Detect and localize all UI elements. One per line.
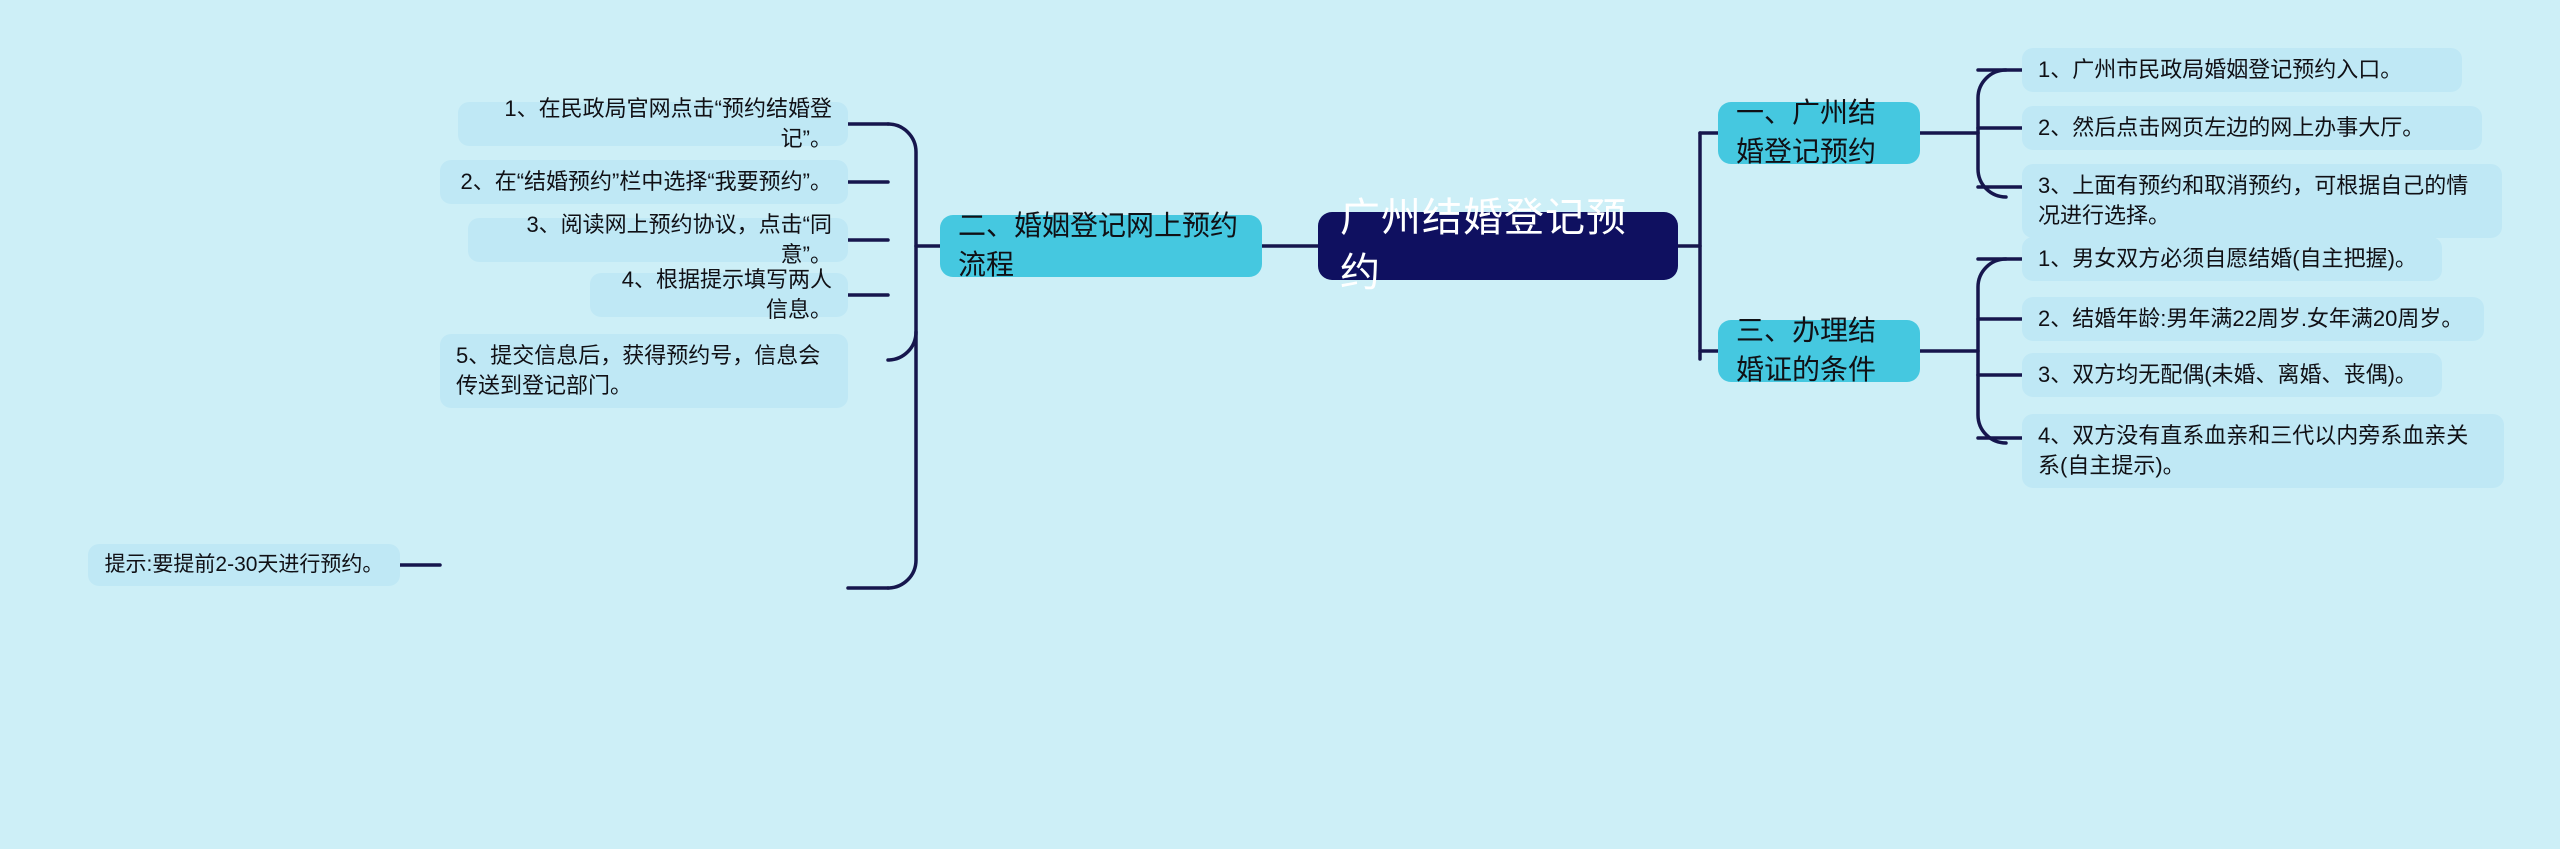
leaf-node-l2-1-label: 1、在民政局官网点击“预约结婚登记”。 <box>504 95 832 151</box>
leaf-node-l2-5[interactable]: 5、提交信息后，获得预约号，信息会传送到登记部门。 <box>440 334 848 408</box>
leaf-node-r3-1[interactable]: 1、男女双方必须自愿结婚(自主把握)。 <box>2022 237 2442 281</box>
leaf-node-r1-2-label: 2、然后点击网页左边的网上办事大厅。 <box>2038 114 2425 140</box>
leaf-node-r1-3[interactable]: 3、上面有预约和取消预约，可根据自己的情况进行选择。 <box>2022 164 2502 238</box>
leaf-node-r3-3-label: 3、双方均无配偶(未婚、离婚、丧偶)。 <box>2038 361 2417 387</box>
leaf-node-r3-3[interactable]: 3、双方均无配偶(未婚、离婚、丧偶)。 <box>2022 353 2442 397</box>
leaf-node-l2-5-label: 5、提交信息后，获得预约号，信息会传送到登记部门。 <box>456 342 821 398</box>
leaf-node-r3-2-label: 2、结婚年龄:男年满22周岁.女年满20周岁。 <box>2038 305 2464 331</box>
leaf-node-r1-2[interactable]: 2、然后点击网页左边的网上办事大厅。 <box>2022 106 2482 150</box>
leaf-node-l2-3-label: 3、阅读网上预约协议，点击“同意”。 <box>526 211 832 267</box>
link-branch3-bracket <box>1976 257 2008 445</box>
leaf-node-l2-3[interactable]: 3、阅读网上预约协议，点击“同意”。 <box>468 212 848 267</box>
leaf-node-r1-3-label: 3、上面有预约和取消预约，可根据自己的情况进行选择。 <box>2038 172 2469 228</box>
branch-node-3[interactable]: 三、办理结婚证的条件 <box>1718 315 1920 385</box>
link-branch2-bracket <box>886 122 918 362</box>
branch-node-3-label: 三、办理结婚证的条件 <box>1736 315 1877 385</box>
branch-node-1-label: 一、广州结婚登记预约 <box>1736 97 1877 167</box>
leaf-node-r3-2[interactable]: 2、结婚年龄:男年满22周岁.女年满20周岁。 <box>2022 297 2484 341</box>
leaf-node-l2-2[interactable]: 2、在“结婚预约”栏中选择“我要预约”。 <box>440 160 848 204</box>
link-branch2-lower <box>886 330 918 590</box>
root-node-label: 广州结婚登记预约 <box>1340 195 1627 295</box>
hint-node-label: 提示:要提前2-30天进行预约。 <box>104 552 384 576</box>
leaf-node-r3-1-label: 1、男女双方必须自愿结婚(自主把握)。 <box>2038 245 2417 271</box>
branch-node-2-label: 二、婚姻登记网上预约流程 <box>958 210 1239 280</box>
leaf-node-l2-2-label: 2、在“结婚预约”栏中选择“我要预约”。 <box>460 168 832 194</box>
leaf-node-r1-1-label: 1、广州市民政局婚姻登记预约入口。 <box>2038 56 2403 82</box>
link-branch1-bracket <box>1976 68 2008 199</box>
branch-node-2[interactable]: 二、婚姻登记网上预约流程 <box>940 210 1262 280</box>
hint-node[interactable]: 提示:要提前2-30天进行预约。 <box>88 544 400 586</box>
leaf-node-l2-4[interactable]: 4、根据提示填写两人信息。 <box>590 267 848 322</box>
root-node[interactable]: 广州结婚登记预约 <box>1318 196 1678 295</box>
leaf-node-r3-4-label: 4、双方没有直系血亲和三代以内旁系血亲关系(自主提示)。 <box>2038 422 2469 478</box>
leaf-node-l2-4-label: 4、根据提示填写两人信息。 <box>621 266 832 322</box>
leaf-node-r1-1[interactable]: 1、广州市民政局婚姻登记预约入口。 <box>2022 48 2462 92</box>
leaf-node-l2-1[interactable]: 1、在民政局官网点击“预约结婚登记”。 <box>458 96 848 151</box>
branch-node-1[interactable]: 一、广州结婚登记预约 <box>1718 97 1920 167</box>
leaf-node-r3-4[interactable]: 4、双方没有直系血亲和三代以内旁系血亲关系(自主提示)。 <box>2022 414 2504 488</box>
